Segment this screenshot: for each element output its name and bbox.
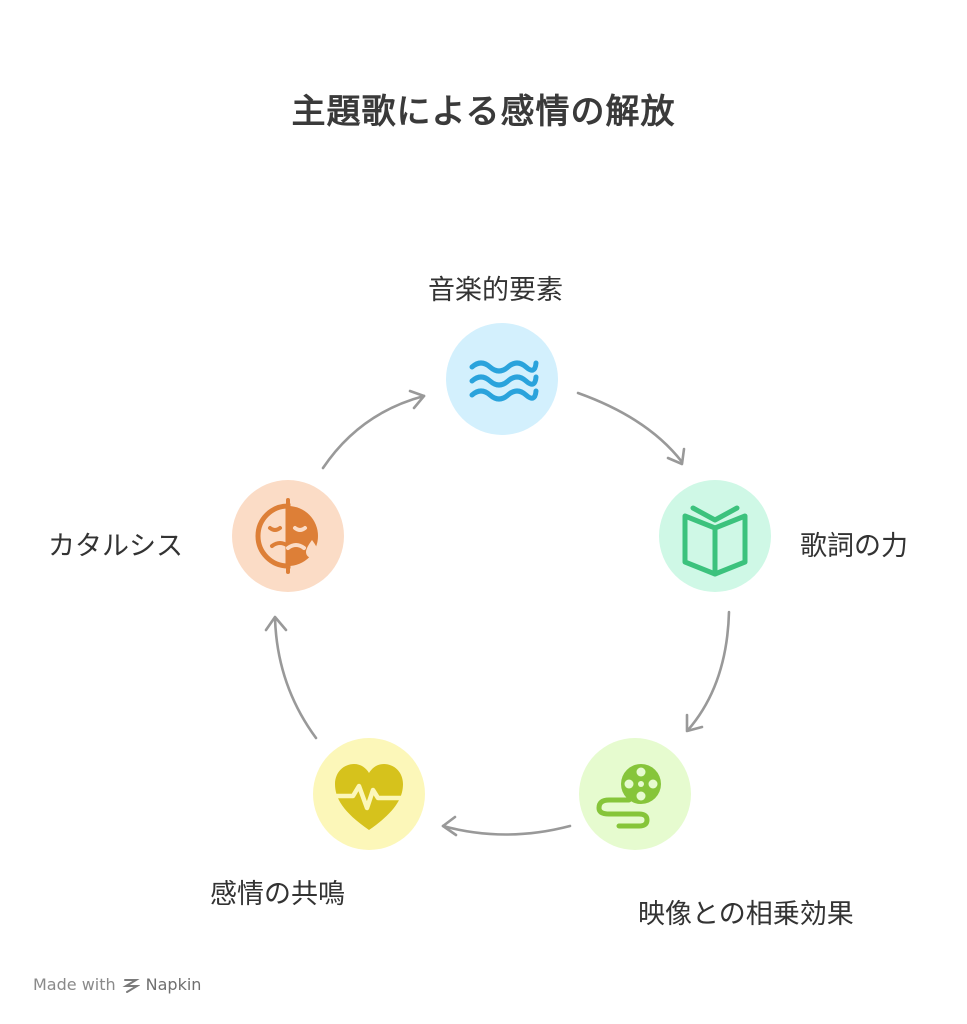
arrow-emotion-to-catharsis	[273, 616, 318, 740]
node-music	[446, 323, 558, 435]
arrow-music-to-lyrics	[576, 391, 684, 464]
crying-face-icon	[255, 498, 318, 574]
node-lyrics	[659, 480, 771, 592]
label-visual: 映像との相乗効果	[638, 899, 854, 930]
arrow-catharsis-to-music	[321, 394, 426, 470]
made-with-napkin-footer: Made with Napkin	[33, 975, 201, 994]
label-lyrics: 歌詞の力	[800, 531, 908, 562]
napkin-logo-icon	[122, 978, 140, 993]
label-emotion: 感情の共鳴	[210, 879, 345, 910]
film-reel-icon	[596, 764, 661, 829]
arrow-visual-to-emotion	[441, 824, 572, 836]
waves-icon	[469, 360, 539, 402]
label-music: 音楽的要素	[428, 275, 563, 306]
label-catharsis: カタルシス	[48, 531, 183, 562]
made-with-text: Made with	[33, 975, 116, 994]
brand-text: Napkin	[145, 975, 202, 994]
page-title: 主題歌による感情の解放	[291, 92, 676, 132]
node-catharsis	[232, 480, 344, 592]
node-emotion	[313, 738, 425, 850]
heart-pulse-icon	[334, 764, 404, 830]
open-book-icon	[682, 505, 748, 577]
arrow-lyrics-to-visual	[686, 610, 731, 732]
node-visual	[579, 738, 691, 850]
